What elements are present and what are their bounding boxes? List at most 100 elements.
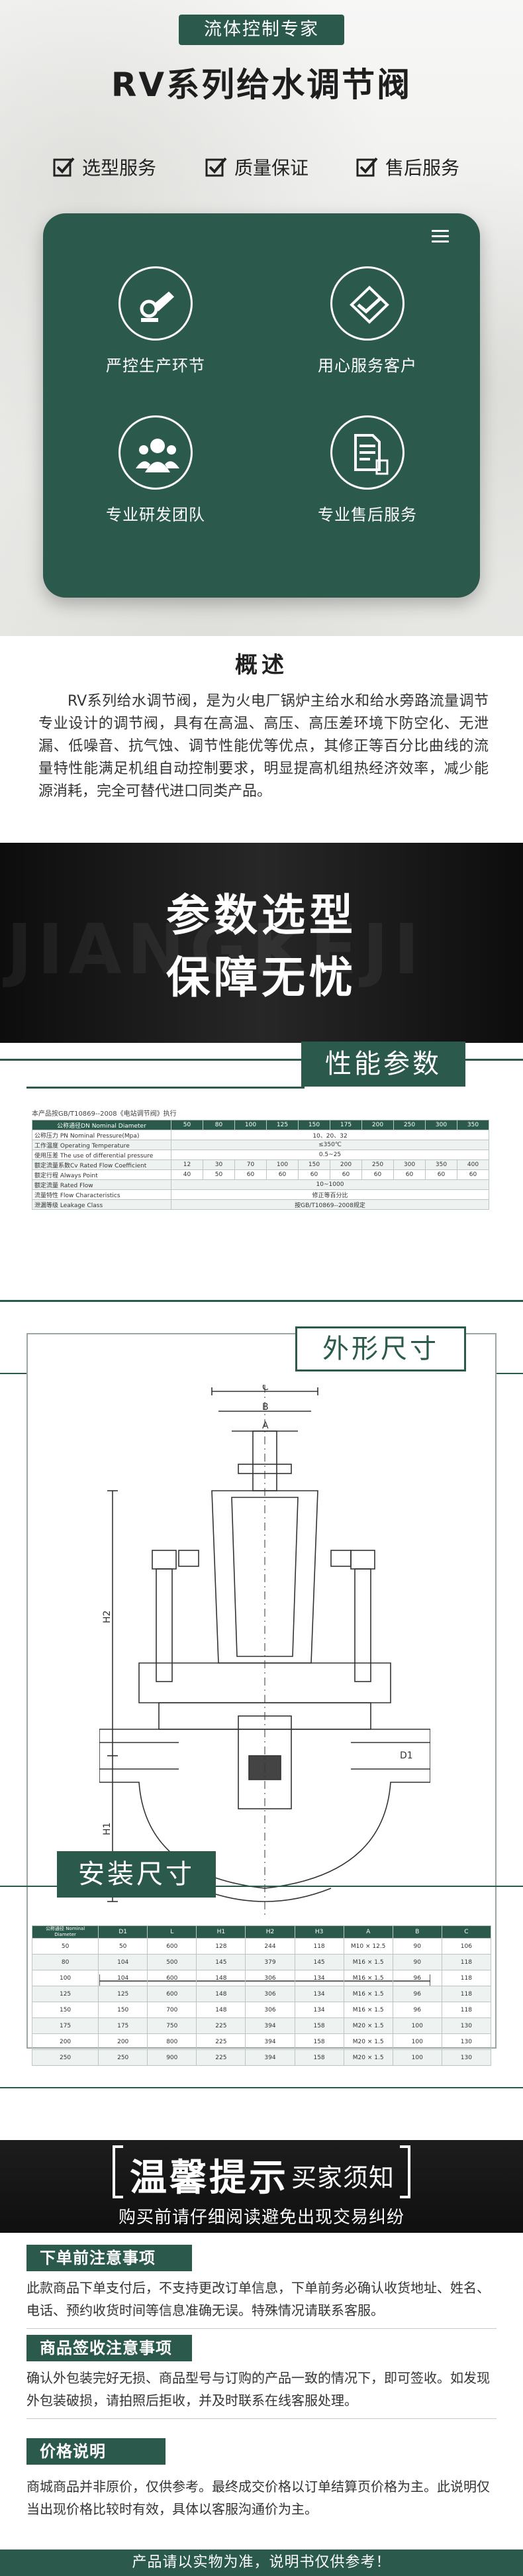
tips-header: 温馨提示 买家须知 购买前请仔细阅读避免出现交易纠纷 bbox=[0, 2140, 523, 2233]
banner-watermark: JIANGKEJI bbox=[7, 909, 425, 990]
table-cell: 10、20、32 bbox=[171, 1130, 489, 1140]
table-cell: 134 bbox=[294, 2002, 344, 2018]
table-cell: 134 bbox=[294, 1986, 344, 2002]
feature-rd: 专业研发团队 bbox=[70, 415, 242, 525]
table-cell: 修正等百分比 bbox=[171, 1189, 489, 1200]
table-cell: 394 bbox=[245, 2033, 295, 2050]
table-cell: 104 bbox=[98, 1970, 148, 1986]
table-cell: 118 bbox=[441, 1986, 492, 2002]
table-cell: 40 bbox=[171, 1169, 203, 1180]
table-header-cell: D1 bbox=[98, 1925, 148, 1939]
section-divider bbox=[0, 2087, 523, 2088]
table-row: 工作温度 Operating Temperature≤350℃ bbox=[32, 1140, 489, 1150]
table-cell: 104 bbox=[98, 1954, 148, 1970]
table-cell: 250 bbox=[98, 2049, 148, 2066]
performance-table: 公称通径DN Nominal Diameter 50 80 100 125 15… bbox=[32, 1120, 489, 1210]
table-cell: 700 bbox=[147, 2002, 197, 2018]
banner-line-1: 参数选型 bbox=[166, 890, 357, 941]
table-cell: 350 bbox=[425, 1159, 457, 1170]
table-cell: 60 bbox=[425, 1169, 457, 1180]
table-cell: 200 bbox=[31, 2033, 99, 2050]
menu-icon[interactable] bbox=[432, 230, 449, 244]
table-cell: 60 bbox=[266, 1169, 299, 1180]
table-cell: 158 bbox=[294, 2017, 344, 2034]
table-row: 公称压力 PN Nominal Pressure(Mpa)10、20、32 bbox=[32, 1130, 489, 1140]
dim-label-h2: H2 bbox=[102, 1611, 113, 1623]
footer-bar: 产品请以实物为准，说明书仅供参考！ bbox=[0, 2549, 523, 2576]
table-header-cell: 250 bbox=[393, 1120, 426, 1130]
table-cell: 600 bbox=[147, 1938, 197, 1955]
tagline-badge: 流体控制专家 bbox=[179, 15, 344, 45]
table-cell: M16 × 1.5 bbox=[343, 1986, 393, 2002]
feature-production: 严控生产环节 bbox=[70, 266, 242, 376]
note-divider bbox=[26, 2328, 497, 2329]
table-cell: 379 bbox=[245, 1954, 295, 1970]
check-icon bbox=[356, 157, 378, 177]
overview-text: RV系列给水调节阀，是为火电厂锅炉主给水和给水旁路流量调节专业设计的调节阀，具有… bbox=[38, 693, 489, 800]
table-cell: 118 bbox=[294, 1938, 344, 1955]
table-header-cell: 公称通径 Nominal Diameter bbox=[31, 1925, 99, 1939]
dim-label-h1: H1 bbox=[102, 1823, 113, 1835]
banner-line-2: 保障无忧 bbox=[166, 952, 357, 1003]
table-header-cell: 80 bbox=[203, 1120, 235, 1130]
table-cell: 工作温度 Operating Temperature bbox=[32, 1140, 171, 1150]
table-header-cell: H3 bbox=[294, 1925, 344, 1939]
table-cell: 600 bbox=[147, 1970, 197, 1986]
table-cell: 90 bbox=[392, 1954, 442, 1970]
param-banner: JIANGKEJI 参数选型 保障无忧 bbox=[0, 843, 523, 1043]
tips-title: 温馨提示 bbox=[130, 2157, 289, 2200]
table-row: 公称通径 Nominal Diameter D1 L H1 H2 H3 A B … bbox=[31, 1925, 492, 1939]
table-cell: 30 bbox=[203, 1159, 235, 1170]
table-cell: 200 bbox=[330, 1159, 362, 1170]
service-row: 选型服务 质量保证 售后服务 bbox=[53, 154, 477, 180]
table-cell: 148 bbox=[196, 1970, 246, 1986]
table-cell: 150 bbox=[298, 1159, 330, 1170]
service-label: 选型服务 bbox=[82, 157, 157, 179]
table-cell: 306 bbox=[245, 1986, 295, 2002]
table-cell: 额定流量系数Cv Rated Flow Coefficient bbox=[32, 1159, 171, 1170]
section-title-performance: 性能参数 bbox=[301, 1042, 465, 1087]
table-header-cell: H2 bbox=[245, 1925, 295, 1939]
feature-label: 专业研发团队 bbox=[106, 506, 205, 524]
page-title: RV系列给水调节阀 bbox=[111, 66, 412, 104]
table-cell: 96 bbox=[392, 2002, 442, 2018]
install-table: 公称通径 Nominal Diameter D1 L H1 H2 H3 A B … bbox=[31, 1925, 492, 2066]
table-cell: 125 bbox=[31, 1986, 99, 2002]
table-header-cell: B bbox=[392, 1925, 442, 1939]
note-text-order: 此款商品下单支付后，不支持更改订单信息，下单前务必确认收货地址、姓名、电话、预约… bbox=[26, 2280, 490, 2318]
table-cell: 394 bbox=[245, 2049, 295, 2066]
table-cell: M16 × 1.5 bbox=[343, 1954, 393, 1970]
table-cell: 900 bbox=[147, 2049, 197, 2066]
table-cell: 118 bbox=[441, 2002, 492, 2018]
table-header-cell: A bbox=[343, 1925, 393, 1939]
table-cell: 60 bbox=[298, 1169, 330, 1180]
note-text-price: 商城商品并非原价，仅供参考。最终成交价格以订单结算页价格为主。此说明仅当出现价格… bbox=[26, 2479, 490, 2517]
performance-caption: 本产品按GB/T10869--2008《电站调节阀》执行 bbox=[32, 1110, 177, 1118]
tips-subtitle: 买家须知 bbox=[291, 2163, 395, 2192]
table-cell: ≤350℃ bbox=[171, 1140, 489, 1150]
table-cell: 145 bbox=[196, 1954, 246, 1970]
table-header-cell: 50 bbox=[171, 1120, 203, 1130]
table-header-cell: 200 bbox=[361, 1120, 394, 1130]
note-text-signing: 确认外包装完好无损、商品型号与订购的产品一致的情况下，即可签收。如发现外包装破损… bbox=[26, 2370, 490, 2408]
table-cell: M16 × 1.5 bbox=[343, 2002, 393, 2018]
feature-label: 严控生产环节 bbox=[106, 356, 205, 375]
table-cell: 130 bbox=[441, 2017, 492, 2034]
table-cell: 225 bbox=[196, 2033, 246, 2050]
section-divider bbox=[26, 1087, 305, 1089]
table-cell: 100 bbox=[31, 1970, 99, 1986]
table-cell: 96 bbox=[392, 1986, 442, 2002]
table-cell: 600 bbox=[147, 1986, 197, 2002]
table-header-cell: 公称通径DN Nominal Diameter bbox=[32, 1120, 171, 1130]
section-divider bbox=[0, 1300, 523, 1302]
table-cell: 750 bbox=[147, 2017, 197, 2034]
table-cell: 125 bbox=[98, 1986, 148, 2002]
table-cell: 10~1000 bbox=[171, 1179, 489, 1190]
table-cell: 128 bbox=[196, 1938, 246, 1955]
